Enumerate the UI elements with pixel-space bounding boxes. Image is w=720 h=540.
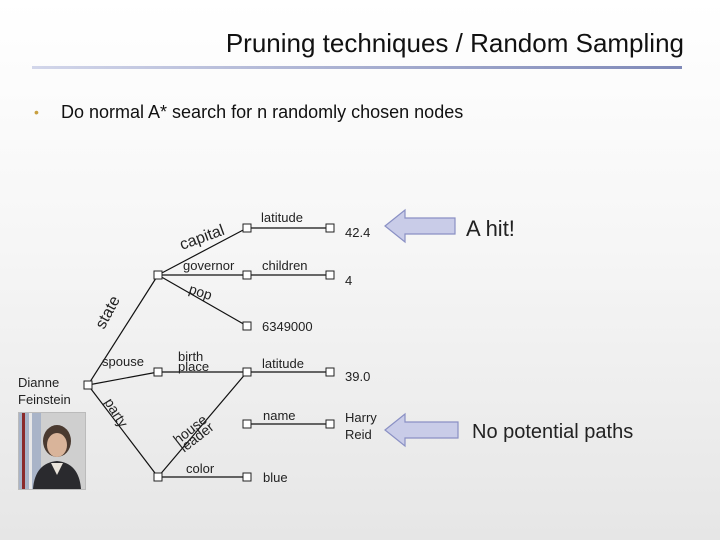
edge-label-name: name	[263, 408, 296, 423]
node-lat1	[325, 223, 335, 233]
node-lat2	[325, 367, 335, 377]
node-name	[325, 419, 335, 429]
edge-label-latitude-2: latitude	[262, 356, 304, 371]
node-birth-place	[242, 367, 252, 377]
edge-label-state: state	[93, 293, 124, 332]
node-capital	[242, 223, 252, 233]
slide-title: Pruning techniques / Random Sampling	[225, 28, 684, 58]
no-paths-label: No potential paths	[472, 421, 633, 443]
edge-party	[87, 384, 159, 478]
edge-label-house-leader: houseleader	[170, 411, 217, 456]
edge-label-spouse: spouse	[102, 354, 144, 369]
node-pop	[242, 321, 252, 331]
no-path-arrow	[384, 412, 459, 448]
edge-pop	[157, 274, 248, 327]
edge-state	[87, 274, 159, 386]
value-color: blue	[263, 470, 288, 485]
value-children: 4	[345, 273, 352, 288]
node-color	[242, 472, 252, 482]
edge-label-governor: governor	[183, 258, 235, 273]
node-state	[153, 270, 163, 280]
edge-label-latitude-1: latitude	[261, 210, 303, 225]
bullet-text: Do normal A* search for n randomly chose…	[61, 102, 464, 122]
value-pop: 6349000	[262, 319, 313, 334]
edge-capital	[157, 227, 248, 276]
edge-spouse	[87, 371, 159, 386]
node-root	[83, 380, 93, 390]
node-children	[325, 270, 335, 280]
edge-house-leader	[157, 371, 248, 478]
edge-label-children: children	[262, 258, 308, 273]
hit-label: A hit!	[466, 216, 515, 241]
value-lat1: 42.4	[345, 225, 370, 240]
edge-label-capital: capital	[178, 222, 227, 254]
node-governor	[242, 270, 252, 280]
person-photo	[18, 412, 86, 490]
hit-arrow	[384, 208, 456, 244]
bullet-marker: •	[34, 104, 39, 120]
title-underline	[32, 66, 682, 69]
edge-label-color: color	[186, 461, 215, 476]
value-lat2: 39.0	[345, 369, 370, 384]
node-house-leader	[242, 419, 252, 429]
edge-label-party: party	[101, 395, 131, 430]
edge-label-pop: pop	[187, 281, 214, 304]
node-spouse	[153, 367, 163, 377]
node-party	[153, 472, 163, 482]
